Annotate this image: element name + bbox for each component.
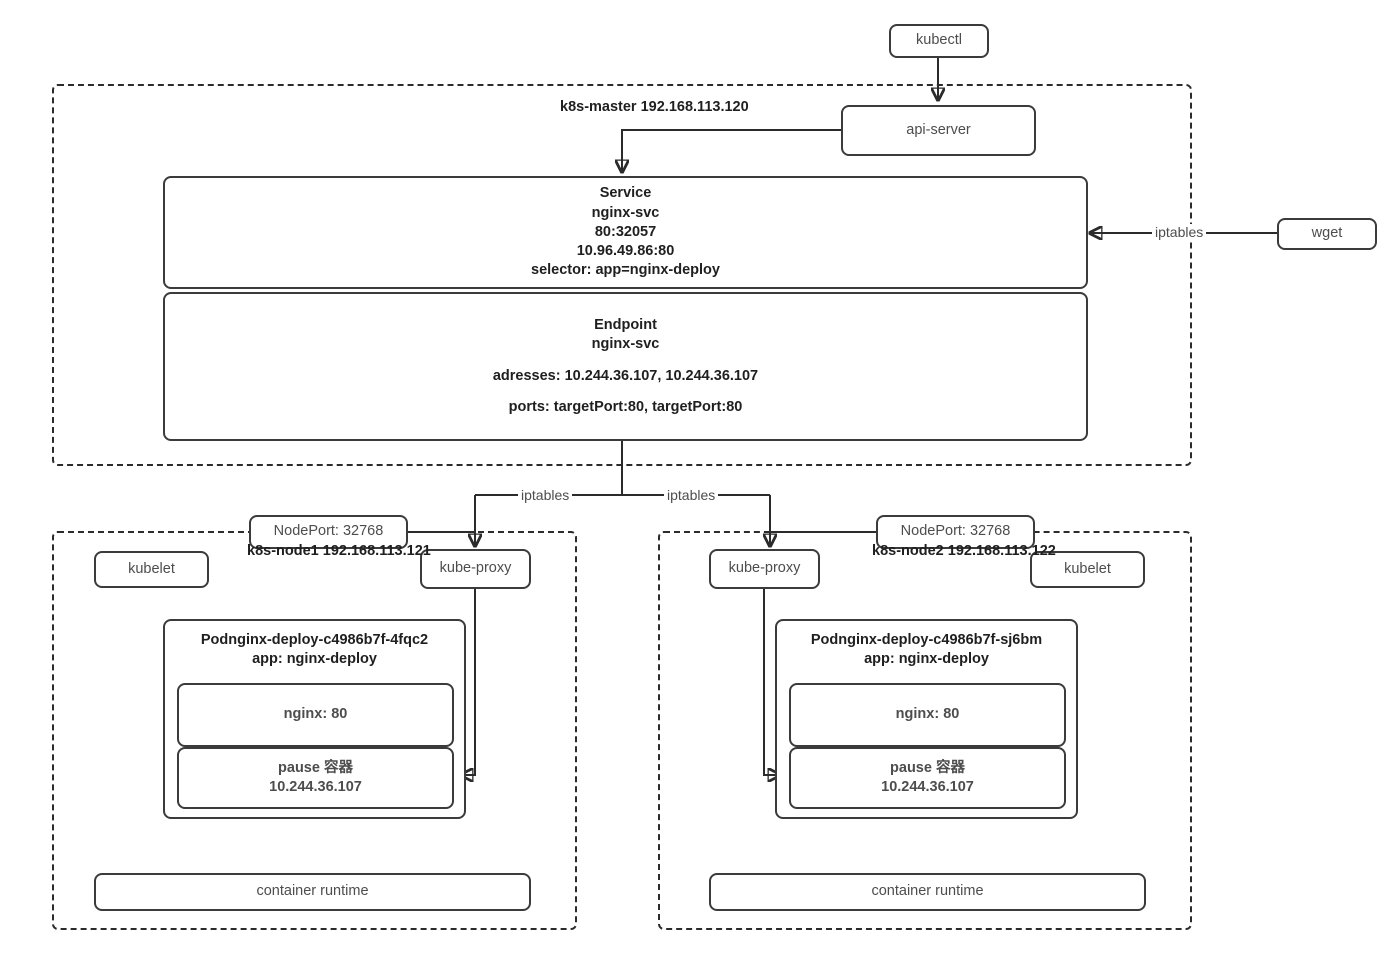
service-cluster-ip: 10.96.49.86:80 — [576, 243, 675, 260]
k8s-master-name: k8s-master — [560, 99, 637, 115]
node1-kubelet-box[interactable]: kubelet — [94, 551, 209, 588]
node1-kubelet-label: kubelet — [128, 560, 175, 577]
node2-nodeport-box[interactable]: NodePort: 32768 — [876, 515, 1035, 549]
node1-pause-title: pause 容器 — [278, 759, 353, 776]
k8s-master-label: k8s-master 192.168.113.120 — [560, 98, 749, 117]
node1-nginx-container[interactable]: nginx: 80 — [177, 683, 454, 747]
kubectl-box[interactable]: kubectl — [889, 24, 989, 58]
node2-pause-title: pause 容器 — [890, 759, 965, 776]
node2-nginx-label: nginx: 80 — [895, 706, 960, 723]
node1-kube-proxy-label: kube-proxy — [439, 560, 512, 577]
k8s-node2-ip: 192.168.113.122 — [947, 543, 1056, 559]
kubectl-label: kubectl — [916, 32, 962, 49]
iptables-right-label: iptables — [664, 487, 719, 503]
api-server-box[interactable]: api-server — [841, 105, 1036, 156]
k8s-node1-ip: 192.168.113.121 — [322, 543, 431, 559]
node2-kubelet-label: kubelet — [1064, 560, 1111, 577]
node1-container-runtime-box[interactable]: container runtime — [94, 873, 531, 911]
node1-pause-ip: 10.244.36.107 — [269, 779, 362, 795]
node2-pod-name: Podnginx-deploy-c4986b7f-sj6bm — [810, 632, 1043, 648]
node2-kube-proxy-box[interactable]: kube-proxy — [709, 549, 820, 589]
node2-container-runtime-label: container runtime — [871, 883, 984, 900]
wget-box[interactable]: wget — [1277, 218, 1377, 250]
service-title: Service — [599, 185, 652, 202]
k8s-master-ip: 192.168.113.120 — [640, 99, 749, 115]
node1-container-runtime-label: container runtime — [256, 883, 369, 900]
node2-container-runtime-box[interactable]: container runtime — [709, 873, 1146, 911]
iptables-right-text: iptables — [667, 487, 716, 503]
node1-nginx-label: nginx: 80 — [283, 706, 348, 723]
node2-kube-proxy-label: kube-proxy — [728, 560, 801, 577]
node1-nodeport-label: NodePort: 32768 — [273, 523, 384, 540]
node2-pause-ip: 10.244.36.107 — [881, 779, 974, 795]
endpoint-title: Endpoint — [594, 316, 657, 333]
endpoint-name: nginx-svc — [591, 336, 660, 353]
k8s-node2-name: k8s-node2 — [872, 543, 944, 559]
wget-label: wget — [1311, 225, 1343, 242]
node1-kube-proxy-box[interactable]: kube-proxy — [420, 549, 531, 589]
iptables-wget-text: iptables — [1155, 224, 1204, 240]
node1-pod-app: app: nginx-deploy — [252, 651, 377, 668]
endpoint-ports: ports: targetPort:80, targetPort:80 — [508, 398, 743, 415]
node2-pod-box[interactable]: Podnginx-deploy-c4986b7f-sj6bm app: ngin… — [775, 619, 1078, 819]
service-ports: 80:32057 — [594, 223, 657, 240]
endpoint-box[interactable]: Endpoint nginx-svc adresses: 10.244.36.1… — [163, 292, 1088, 441]
node1-pod-box[interactable]: Podnginx-deploy-c4986b7f-4fqc2 app: ngin… — [163, 619, 466, 819]
node1-pause-container[interactable]: pause 容器 10.244.36.107 — [177, 747, 454, 809]
k8s-node2-label: k8s-node2 192.168.113.122 — [872, 542, 1056, 561]
service-box[interactable]: Service nginx-svc 80:32057 10.96.49.86:8… — [163, 176, 1088, 289]
k8s-node1-name: k8s-node1 — [247, 543, 319, 559]
service-name: nginx-svc — [591, 204, 660, 221]
k8s-node1-label: k8s-node1 192.168.113.121 — [247, 542, 431, 561]
node1-nodeport-box[interactable]: NodePort: 32768 — [249, 515, 408, 549]
node2-pause-container[interactable]: pause 容器 10.244.36.107 — [789, 747, 1066, 809]
api-server-label: api-server — [906, 121, 971, 138]
node2-nodeport-label: NodePort: 32768 — [900, 523, 1011, 540]
node2-kubelet-box[interactable]: kubelet — [1030, 551, 1145, 588]
endpoint-addresses: adresses: 10.244.36.107, 10.244.36.107 — [492, 367, 759, 384]
node2-nginx-container[interactable]: nginx: 80 — [789, 683, 1066, 747]
iptables-wget-label: iptables — [1152, 224, 1207, 240]
service-selector: selector: app=nginx-deploy — [531, 262, 720, 279]
iptables-left-label: iptables — [518, 487, 573, 503]
node1-pod-name: Podnginx-deploy-c4986b7f-4fqc2 — [200, 632, 429, 648]
iptables-left-text: iptables — [521, 487, 570, 503]
node2-pod-app: app: nginx-deploy — [864, 651, 989, 668]
